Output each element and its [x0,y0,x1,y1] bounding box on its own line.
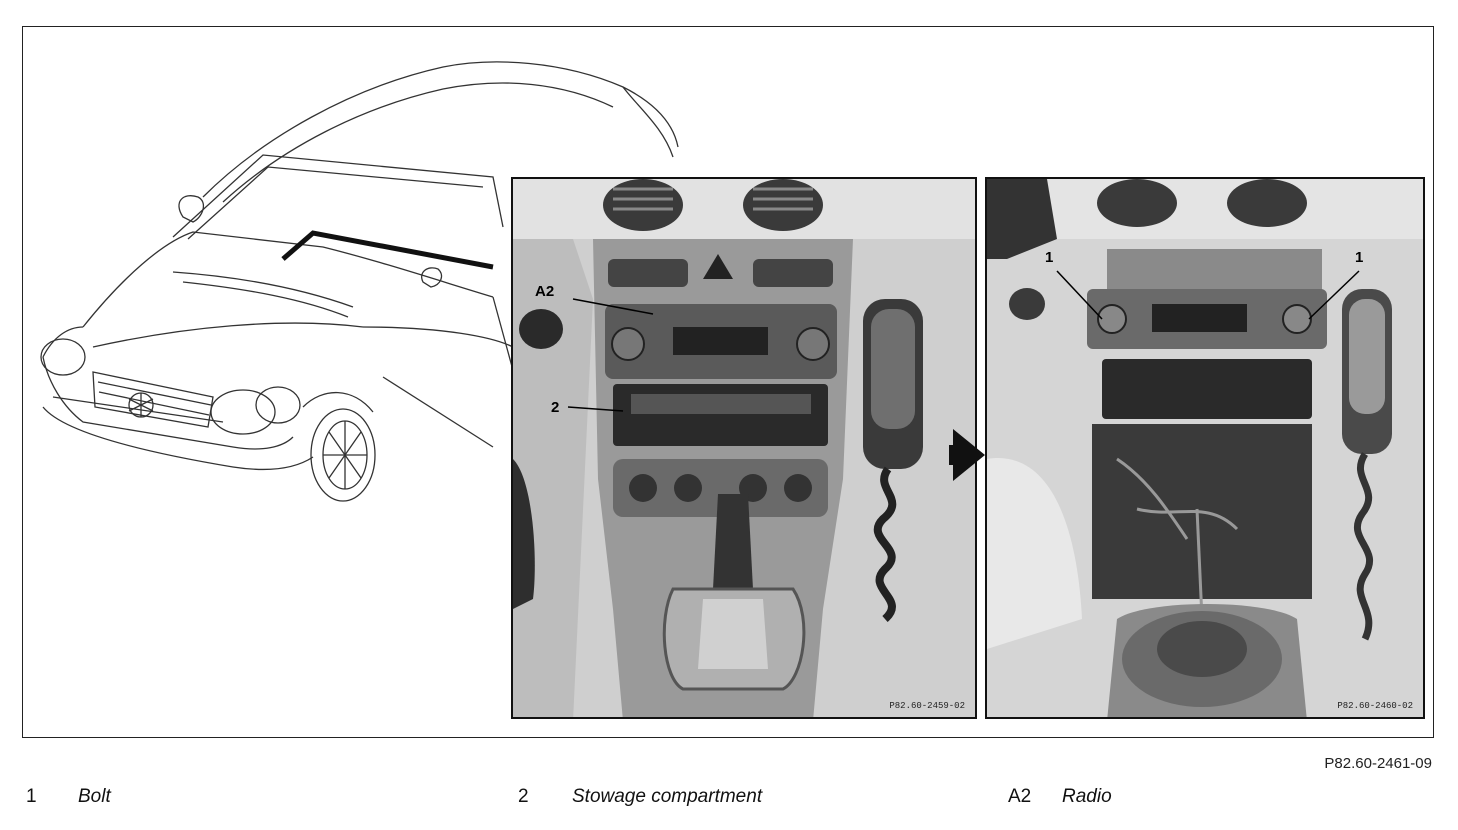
console-before-image [513,179,975,717]
legend: 1 Bolt 2 Stowage compartment A2 Radio [0,786,1458,810]
callout-bolt-right: 1 [1355,249,1364,266]
console-photo-before: A2 2 P82.60-2459-02 [511,177,977,719]
callout-stowage-label: 2 [551,399,560,416]
legend-text: Stowage compartment [572,786,763,807]
illustration-frame: A2 2 P82.60-2459-02 [22,26,1434,738]
legend-text: Bolt [78,786,111,807]
callout-bolt-left: 1 [1045,249,1054,266]
left-photo-code: P82.60-2459-02 [889,701,965,711]
legend-number: A2 [1008,786,1032,807]
console-photo-after: 1 1 P82.60-2460-02 [985,177,1425,719]
callout-radio-label: A2 [535,283,555,300]
console-after-image [987,179,1423,717]
legend-number: 2 [518,786,529,807]
legend-number: 1 [26,786,37,807]
transition-arrow-icon [953,429,985,481]
figure-code: P82.60-2461-09 [1324,755,1432,772]
car-line-drawing [40,61,684,502]
right-photo-code: P82.60-2460-02 [1337,701,1413,711]
legend-text: Radio [1062,786,1112,807]
